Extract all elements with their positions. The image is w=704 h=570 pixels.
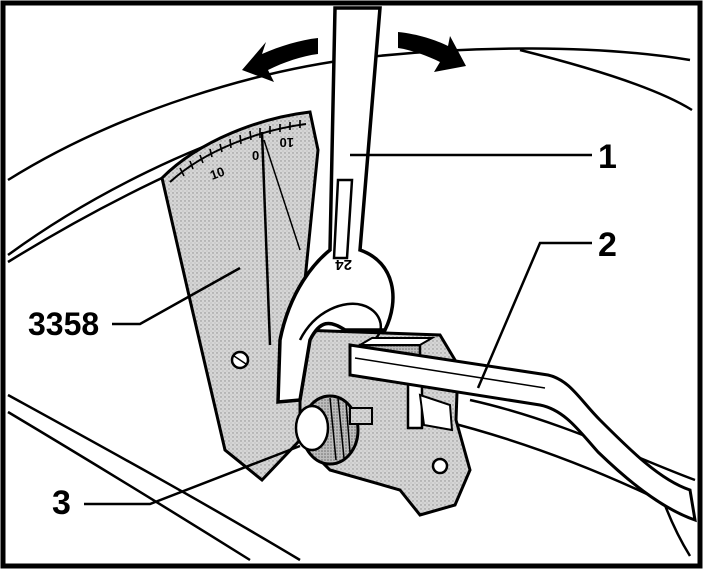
rotation-arrow-right bbox=[398, 32, 466, 72]
rotation-arrow-left bbox=[242, 38, 318, 82]
gauge-mark-ten-right: 10 bbox=[280, 135, 294, 150]
leader-line-2 bbox=[476, 241, 592, 389]
leader-line-3 bbox=[84, 444, 301, 506]
lever-arm bbox=[348, 343, 697, 523]
callout-tool-3358: 3358 bbox=[28, 306, 100, 342]
callout-item-1: 1 bbox=[598, 138, 617, 176]
leader-line-3358 bbox=[112, 266, 241, 326]
gauge-mark-ten-left: 10 bbox=[208, 164, 227, 183]
gauge-needle bbox=[260, 131, 272, 346]
callout-item-3: 3 bbox=[52, 484, 71, 522]
bracket-hole bbox=[431, 457, 449, 475]
gauge-scale-ticks bbox=[179, 120, 301, 177]
gauge-mark-zero: 0 bbox=[252, 148, 259, 163]
leader-lines bbox=[84, 153, 592, 506]
knurled-knob bbox=[294, 394, 373, 466]
wrench: 24 bbox=[276, 6, 395, 404]
callout-item-2: 2 bbox=[598, 226, 617, 264]
wrench-size-marking: 24 bbox=[335, 256, 352, 273]
